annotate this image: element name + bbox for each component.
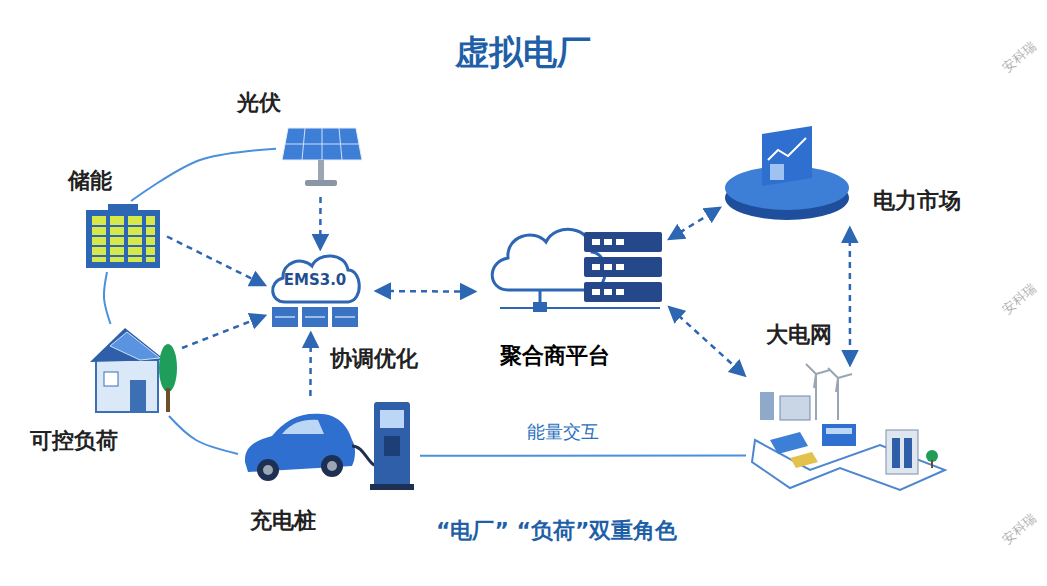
car-charger-icon	[245, 402, 414, 490]
flow-arrow	[167, 237, 264, 285]
node-label: 电力市场	[873, 188, 961, 214]
link-arc	[104, 272, 111, 324]
ems-icon	[272, 256, 359, 327]
watermark: 安科瑞	[999, 38, 1040, 77]
node-label: 光伏	[237, 90, 281, 116]
diagram-title: 虚拟电厂	[455, 30, 591, 76]
icon-node: 可控负荷	[88, 326, 178, 414]
node-label: 大电网	[766, 322, 832, 348]
link-arc	[131, 149, 276, 201]
watermark: 安科瑞	[999, 280, 1040, 319]
link-arc	[169, 416, 238, 454]
node-label: 储能	[68, 168, 112, 194]
edge-label: 能量交互	[523, 420, 603, 444]
icon-node: 大电网	[750, 370, 950, 492]
icon-node: EMS3.0协调优化	[268, 252, 363, 330]
grid-icon	[752, 364, 945, 490]
node-label: 协调优化	[330, 346, 418, 372]
flow-arrow	[309, 334, 312, 396]
node-label: 可控负荷	[30, 428, 118, 454]
icon-node: 光伏	[278, 125, 363, 193]
energy-line	[420, 454, 746, 456]
icon-node: 储能	[83, 203, 163, 270]
caption-note: “电厂” “负荷”双重角色	[436, 516, 678, 546]
flow-arrow	[319, 197, 322, 248]
solar-panel-icon	[282, 128, 362, 186]
node-label: 充电桩	[250, 508, 316, 534]
icon-node: 电力市场	[725, 126, 855, 223]
flow-arrow	[849, 229, 852, 364]
icon-node: 充电桩	[240, 400, 416, 490]
node-inner-text: EMS3.0	[284, 271, 347, 289]
house-icon	[90, 328, 177, 412]
node-label: 聚合商平台	[500, 343, 610, 369]
flow-arrow	[670, 208, 719, 238]
storage-icon	[86, 204, 160, 268]
icon-node: 聚合商平台	[488, 225, 664, 315]
flow-arrow	[182, 316, 264, 348]
watermark: 安科瑞	[999, 510, 1040, 549]
flow-arrow	[670, 308, 744, 375]
market-icon	[725, 126, 849, 220]
aggregator-icon	[492, 229, 662, 312]
flow-arrow	[377, 290, 474, 293]
